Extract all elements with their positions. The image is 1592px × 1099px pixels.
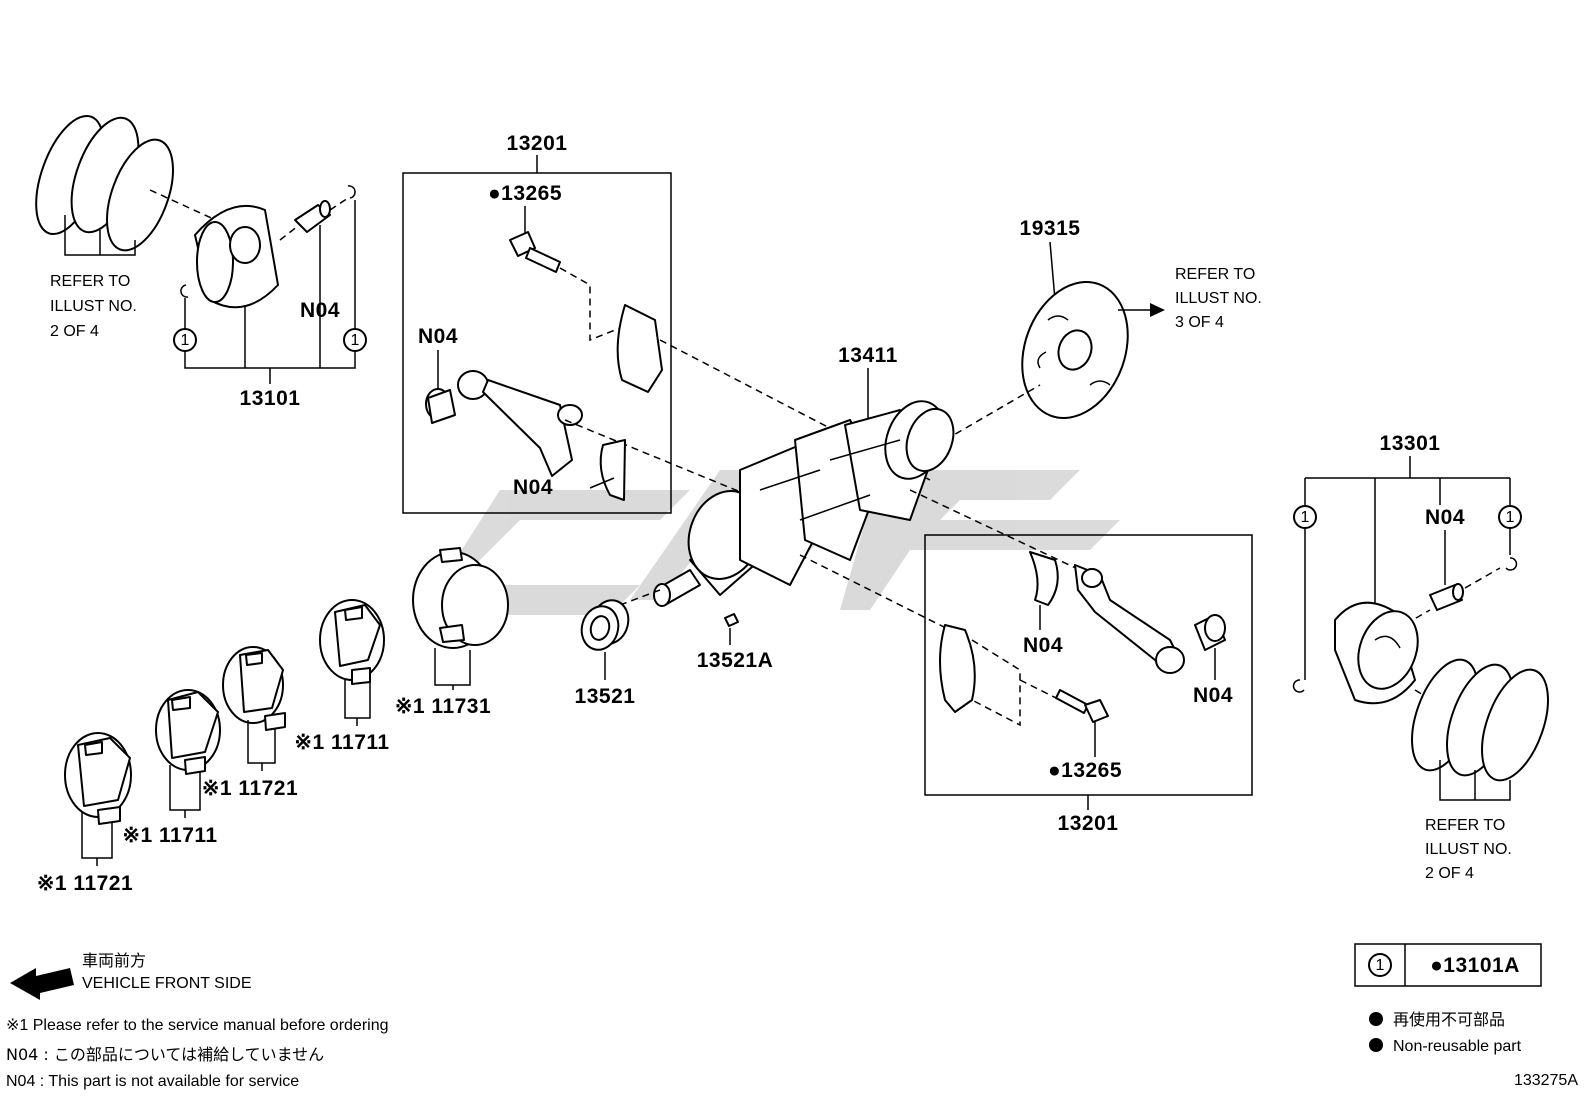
piston-right[interactable] xyxy=(1334,601,1428,705)
part-n04-right: N04 xyxy=(1425,506,1465,529)
front-side-jp: 車両前方 xyxy=(82,951,146,970)
part-13201-top: 13201 xyxy=(507,132,568,155)
conrod-bolt-bottom[interactable] xyxy=(1055,689,1109,723)
refer-note-bottom-right: REFER TO ILLUST NO. 2 OF 4 xyxy=(1425,817,1512,882)
part-11721-a: ※1 11721 xyxy=(202,777,298,800)
part-13101: 13101 xyxy=(240,387,301,410)
part-n04-rod-bot-b: N04 xyxy=(1193,684,1233,707)
svg-text:2 OF 4: 2 OF 4 xyxy=(1425,865,1474,882)
snap-ring-right-b[interactable] xyxy=(1292,679,1305,693)
part-11711-b: ※1 11711 xyxy=(122,824,217,847)
part-19315: 19315 xyxy=(1020,217,1081,240)
crank-key[interactable] xyxy=(724,613,739,627)
crankshaft[interactable] xyxy=(653,393,962,607)
part-n04-left: N04 xyxy=(300,299,340,322)
note-n04-en: N04 : This part is not available for ser… xyxy=(6,1073,299,1090)
snap-ring-left-b[interactable] xyxy=(180,284,189,298)
part-n04-rod-bot-a: N04 xyxy=(1023,634,1063,657)
piston-pin-bushing-bottom[interactable] xyxy=(1194,614,1226,651)
conrod-bottom[interactable] xyxy=(1074,564,1185,674)
part-13265-bottom: ●13265 xyxy=(1048,759,1122,782)
piston-pin-right[interactable] xyxy=(1429,583,1464,611)
refer-note-left: REFER TO ILLUST NO. 2 OF 4 xyxy=(50,273,137,340)
svg-text:2 OF 4: 2 OF 4 xyxy=(50,323,99,340)
conrod-bearing-top[interactable] xyxy=(599,439,626,501)
snap-ring-right-a[interactable] xyxy=(1505,557,1518,571)
piston-rings-right[interactable] xyxy=(1399,651,1561,789)
part-13521: 13521 xyxy=(575,685,636,708)
piston-pin-bushing-top[interactable] xyxy=(425,388,456,424)
conrod-cap-bottom[interactable] xyxy=(939,624,976,713)
conrod-bearing-bottom[interactable] xyxy=(1029,551,1059,606)
non-reusable-jp: 再使用不可部品 xyxy=(1393,1010,1505,1029)
svg-text:ILLUST NO.: ILLUST NO. xyxy=(1175,290,1262,307)
drive-plate[interactable] xyxy=(1004,267,1146,433)
piston-pin-left[interactable] xyxy=(294,200,331,233)
note-service-manual: ※1 Please refer to the service manual be… xyxy=(6,1017,389,1034)
svg-text:3 OF 4: 3 OF 4 xyxy=(1175,314,1224,331)
main-bearing-11721-a[interactable] xyxy=(222,646,286,731)
svg-text:REFER TO: REFER TO xyxy=(1175,266,1255,283)
non-reusable-en: Non-reusable part xyxy=(1393,1038,1522,1055)
part-13201-bottom: 13201 xyxy=(1058,812,1119,835)
illustration-code: 133275A xyxy=(1514,1072,1578,1089)
svg-text:●13101A: ●13101A xyxy=(1430,954,1520,977)
part-n04-rod-top-big: N04 xyxy=(513,476,553,499)
arrow-refer-top-right xyxy=(1150,303,1165,317)
main-bearing-11711-a[interactable] xyxy=(319,599,385,685)
snap-ring-left-a[interactable] xyxy=(347,185,356,199)
svg-text:1: 1 xyxy=(1376,957,1385,974)
svg-text:1: 1 xyxy=(351,332,360,349)
note-n04-jp: N04 : この部品については補給していません xyxy=(6,1045,324,1064)
svg-text:ILLUST NO.: ILLUST NO. xyxy=(1425,841,1512,858)
svg-text:1: 1 xyxy=(181,332,190,349)
part-n04-rod-top-small: N04 xyxy=(418,325,458,348)
svg-text:REFER TO: REFER TO xyxy=(50,273,130,290)
main-bearing-11731[interactable] xyxy=(412,547,509,649)
crank-timing-sprocket[interactable] xyxy=(577,596,633,654)
svg-text:ILLUST NO.: ILLUST NO. xyxy=(50,298,137,315)
bullet-icon xyxy=(1369,1012,1383,1026)
conrod-bolt-top[interactable] xyxy=(509,231,561,273)
part-11721-b: ※1 11721 xyxy=(37,872,133,895)
svg-text:REFER TO: REFER TO xyxy=(1425,817,1505,834)
main-bearing-11711-b[interactable] xyxy=(155,689,221,775)
svg-text:1: 1 xyxy=(1506,509,1515,526)
piston-left[interactable] xyxy=(194,204,279,309)
bullet-icon xyxy=(1369,1038,1383,1052)
part-13265-top: ●13265 xyxy=(488,182,562,205)
piston-rings-left[interactable] xyxy=(22,107,186,259)
conrod-top[interactable] xyxy=(457,370,583,477)
part-11711-a: ※1 11711 xyxy=(294,731,389,754)
part-11731: ※1 11731 xyxy=(395,695,491,718)
main-bearing-11721-b[interactable] xyxy=(64,732,132,825)
legend-box: 1 ●13101A xyxy=(1354,943,1542,987)
part-13411: 13411 xyxy=(838,344,898,367)
front-side-en: VEHICLE FRONT SIDE xyxy=(82,975,252,992)
conrod-cap-top[interactable] xyxy=(616,304,663,393)
svg-text:1: 1 xyxy=(1301,509,1310,526)
part-13521a: 13521A xyxy=(697,649,774,672)
refer-note-top-right: REFER TO ILLUST NO. 3 OF 4 xyxy=(1175,266,1262,331)
front-arrow-icon xyxy=(10,968,74,1000)
part-13301: 13301 xyxy=(1380,432,1441,455)
